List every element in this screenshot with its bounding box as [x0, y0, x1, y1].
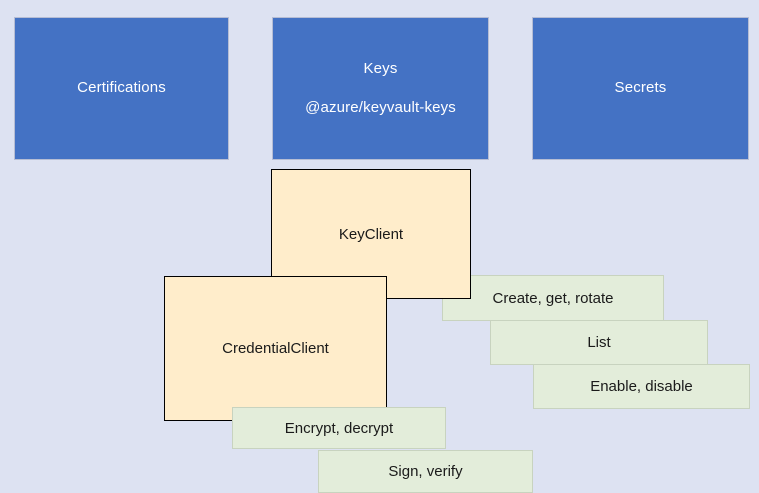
service-title-certifications: Certifications [77, 79, 166, 97]
service-box-certifications[interactable]: Certifications [14, 17, 229, 160]
operation-box-list[interactable]: List [490, 320, 708, 365]
operation-label-list: List [587, 334, 611, 351]
operation-box-sign-verify[interactable]: Sign, verify [318, 450, 533, 493]
operation-label-encrypt-decrypt: Encrypt, decrypt [284, 419, 394, 437]
service-box-keys[interactable]: Keys @azure/keyvault-keys [272, 17, 489, 160]
operation-box-enable-disable[interactable]: Enable, disable [533, 364, 750, 409]
operation-label-create-get-rotate: Create, get, rotate [492, 289, 614, 307]
client-label-key-client: KeyClient [338, 225, 404, 243]
operation-box-create-get-rotate[interactable]: Create, get, rotate [442, 275, 664, 321]
service-title-secrets: Secrets [614, 79, 667, 97]
service-title-keys: Keys [363, 60, 398, 77]
client-label-credential-client: CredentialClient [222, 340, 329, 357]
operation-box-encrypt-decrypt[interactable]: Encrypt, decrypt [232, 407, 446, 449]
service-box-secrets[interactable]: Secrets [532, 17, 749, 160]
service-subtitle-keys-package: @azure/keyvault-keys [305, 98, 456, 116]
operation-label-sign-verify: Sign, verify [388, 463, 463, 480]
operation-label-enable-disable: Enable, disable [590, 378, 693, 395]
client-box-credential-client[interactable]: CredentialClient [164, 276, 387, 421]
